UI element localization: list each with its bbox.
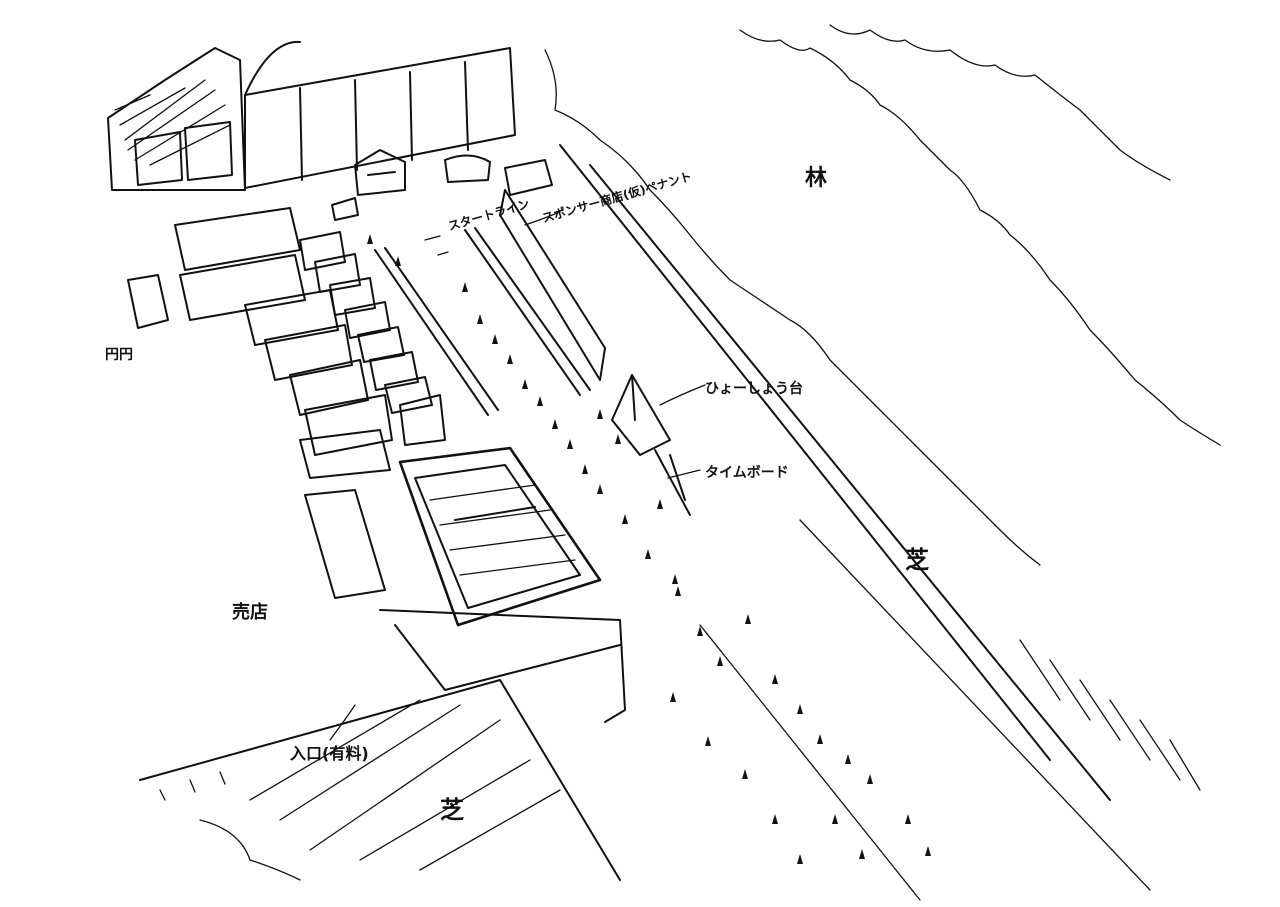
cone-mark xyxy=(832,814,838,824)
cone-mark xyxy=(859,849,865,859)
cone-mark xyxy=(615,434,621,444)
cone-mark xyxy=(670,692,676,702)
cone-mark xyxy=(772,674,778,684)
cone-mark xyxy=(462,282,468,292)
shop-label: 売店 xyxy=(232,602,268,623)
cone-mark xyxy=(672,574,678,584)
cones xyxy=(367,234,931,864)
leader-lines xyxy=(329,211,706,741)
cone-mark xyxy=(522,379,528,389)
cone-mark xyxy=(742,769,748,779)
podium-label: ひょーしょう台 xyxy=(705,381,803,397)
cone-mark xyxy=(845,754,851,764)
cone-mark xyxy=(622,514,628,524)
timeboard-label: タイムボード xyxy=(705,465,789,481)
cone-mark xyxy=(567,439,573,449)
cone-mark xyxy=(657,499,663,509)
cone-mark xyxy=(645,549,651,559)
small-shed xyxy=(331,149,553,221)
forest-label: 林 xyxy=(805,166,828,191)
road-lines xyxy=(559,144,1151,901)
course-barriers xyxy=(374,189,606,416)
cone-mark xyxy=(772,814,778,824)
bottom-grass xyxy=(139,679,621,881)
grass-label-bottom: 芝 xyxy=(440,796,464,824)
cone-mark xyxy=(582,464,588,474)
cone-mark xyxy=(797,854,803,864)
central-stage xyxy=(304,446,626,723)
cone-mark xyxy=(552,419,558,429)
cone-mark xyxy=(537,396,543,406)
cone-mark xyxy=(675,586,681,596)
cone-mark xyxy=(925,846,931,856)
grass-label-right: 芝 xyxy=(905,546,929,574)
tent-row xyxy=(299,231,446,446)
cone-mark xyxy=(817,734,823,744)
cone-mark xyxy=(492,334,498,344)
cone-mark xyxy=(745,614,751,624)
fee-label: 円円 xyxy=(105,347,133,363)
cone-mark xyxy=(477,314,483,324)
cone-mark xyxy=(507,354,513,364)
parked-trucks xyxy=(127,207,393,479)
cone-mark xyxy=(367,234,373,244)
cone-mark xyxy=(697,626,703,636)
cone-mark xyxy=(597,484,603,494)
forest-edge xyxy=(544,24,1221,566)
cone-mark xyxy=(867,774,873,784)
cone-mark xyxy=(797,704,803,714)
cone-mark xyxy=(395,256,401,266)
cone-mark xyxy=(705,736,711,746)
right-grass xyxy=(1019,639,1201,791)
cone-mark xyxy=(597,409,603,419)
cone-mark xyxy=(717,656,723,666)
podium xyxy=(611,374,691,516)
warehouse-building xyxy=(107,40,516,191)
entrance-label: 入口(有料) xyxy=(290,744,369,763)
cone-mark xyxy=(905,814,911,824)
